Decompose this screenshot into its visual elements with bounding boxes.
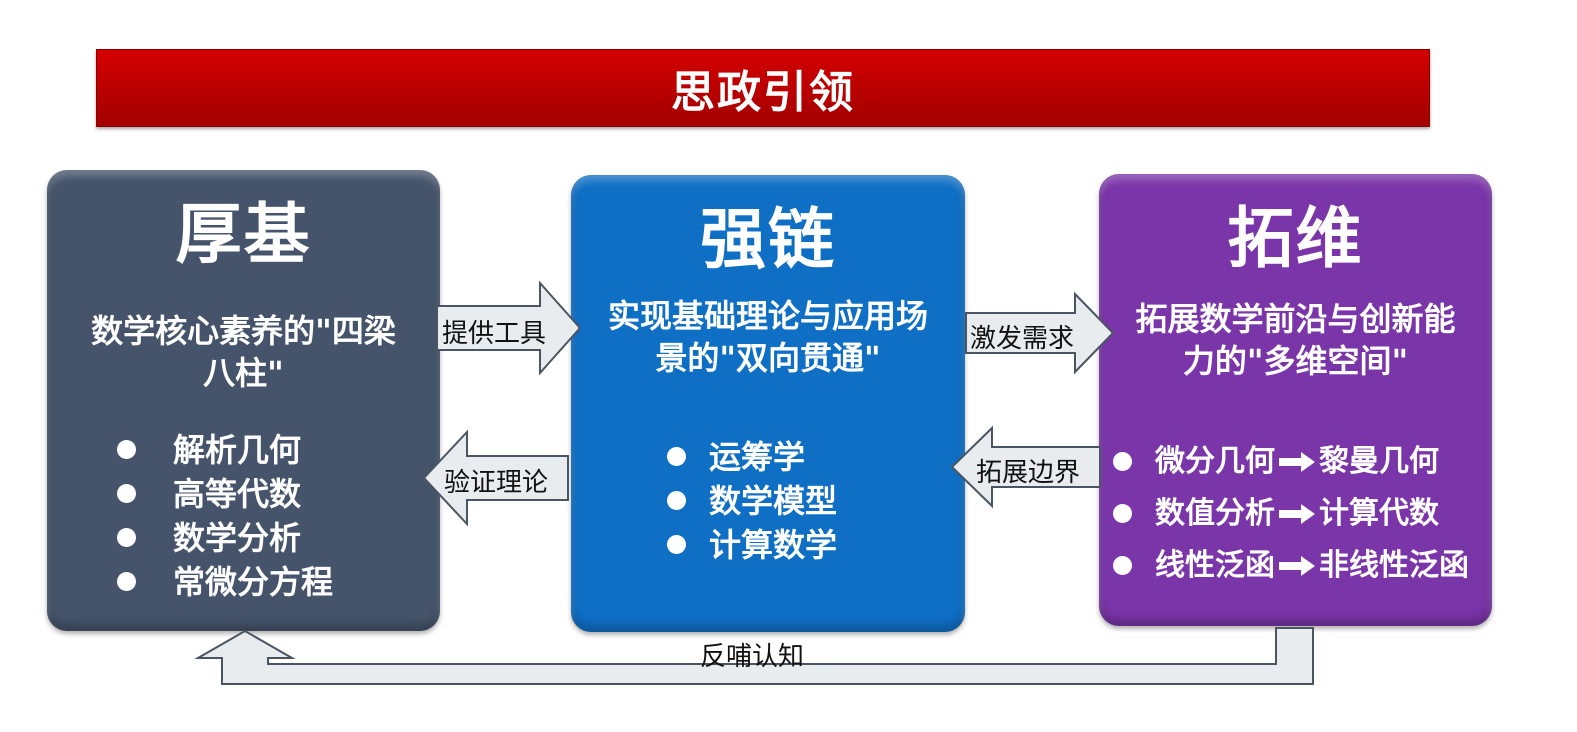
- box-tuowei-title: 拓维: [1227, 200, 1364, 277]
- list-item: 解析几何: [117, 428, 333, 472]
- box-qianglian-title: 强链: [700, 201, 836, 278]
- list-item: 常微分方程: [117, 560, 333, 604]
- label-stimulate-demand: 激发需求: [970, 324, 1075, 354]
- bullet-icon: [1113, 504, 1132, 523]
- arrow-stimulate-demand: [965, 291, 1115, 375]
- box-houji: 厚基 数学核心素养的"四梁八柱" 解析几何 高等代数 数学分析 常微分方程: [47, 170, 440, 631]
- box-tuowei: 拓维 拓展数学前沿与创新能力的"多维空间" 微分几何黎曼几何 数值分析计算代数 …: [1099, 174, 1492, 626]
- list-item: 运筹学: [667, 435, 837, 479]
- right-arrow-icon: [1279, 452, 1315, 472]
- list-item: 高等代数: [117, 472, 333, 516]
- label-verify-theory: 验证理论: [444, 468, 549, 498]
- list-item: 计算数学: [667, 523, 837, 567]
- label-provide-tools: 提供工具: [442, 319, 547, 349]
- right-arrow-icon: [1279, 504, 1315, 524]
- box-qianglian-subtitle: 实现基础理论与应用场景的"双向贯通": [607, 297, 928, 377]
- box-tuowei-list: 微分几何黎曼几何 数值分析计算代数 线性泛函非线性泛函: [1113, 436, 1469, 592]
- bullet-icon: [117, 484, 136, 503]
- banner: 思政引领: [96, 49, 1430, 127]
- box-houji-subtitle: 数学核心素养的"四梁八柱": [91, 312, 396, 392]
- arrow-expand-boundary: [950, 425, 1101, 509]
- box-tuowei-subtitle: 拓展数学前沿与创新能力的"多维空间": [1135, 300, 1456, 380]
- list-item: 数值分析计算代数: [1113, 488, 1469, 540]
- bullet-icon: [667, 447, 686, 466]
- list-item: 微分几何黎曼几何: [1113, 436, 1469, 488]
- arrow-verify-theory: [422, 429, 569, 527]
- bullet-icon: [667, 535, 686, 554]
- box-houji-list: 解析几何 高等代数 数学分析 常微分方程: [117, 428, 333, 604]
- banner-title: 思政引领: [671, 67, 855, 118]
- bullet-icon: [117, 528, 136, 547]
- bullet-icon: [117, 440, 136, 459]
- arrow-feedback: [194, 627, 1314, 685]
- list-item: 线性泛函非线性泛函: [1113, 540, 1469, 592]
- list-item: 数学模型: [667, 479, 837, 523]
- box-qianglian-list: 运筹学 数学模型 计算数学: [667, 435, 837, 567]
- label-feedback: 反哺认知: [700, 642, 805, 672]
- bullet-icon: [1113, 556, 1132, 575]
- list-item: 数学分析: [117, 516, 333, 560]
- box-qianglian: 强链 实现基础理论与应用场景的"双向贯通" 运筹学 数学模型 计算数学: [571, 175, 965, 632]
- bullet-icon: [1113, 452, 1132, 471]
- bullet-icon: [667, 491, 686, 510]
- box-houji-title: 厚基: [175, 196, 312, 273]
- right-arrow-icon: [1279, 556, 1315, 576]
- bullet-icon: [117, 572, 136, 591]
- label-expand-boundary: 拓展边界: [976, 458, 1081, 488]
- arrow-provide-tools: [436, 280, 582, 376]
